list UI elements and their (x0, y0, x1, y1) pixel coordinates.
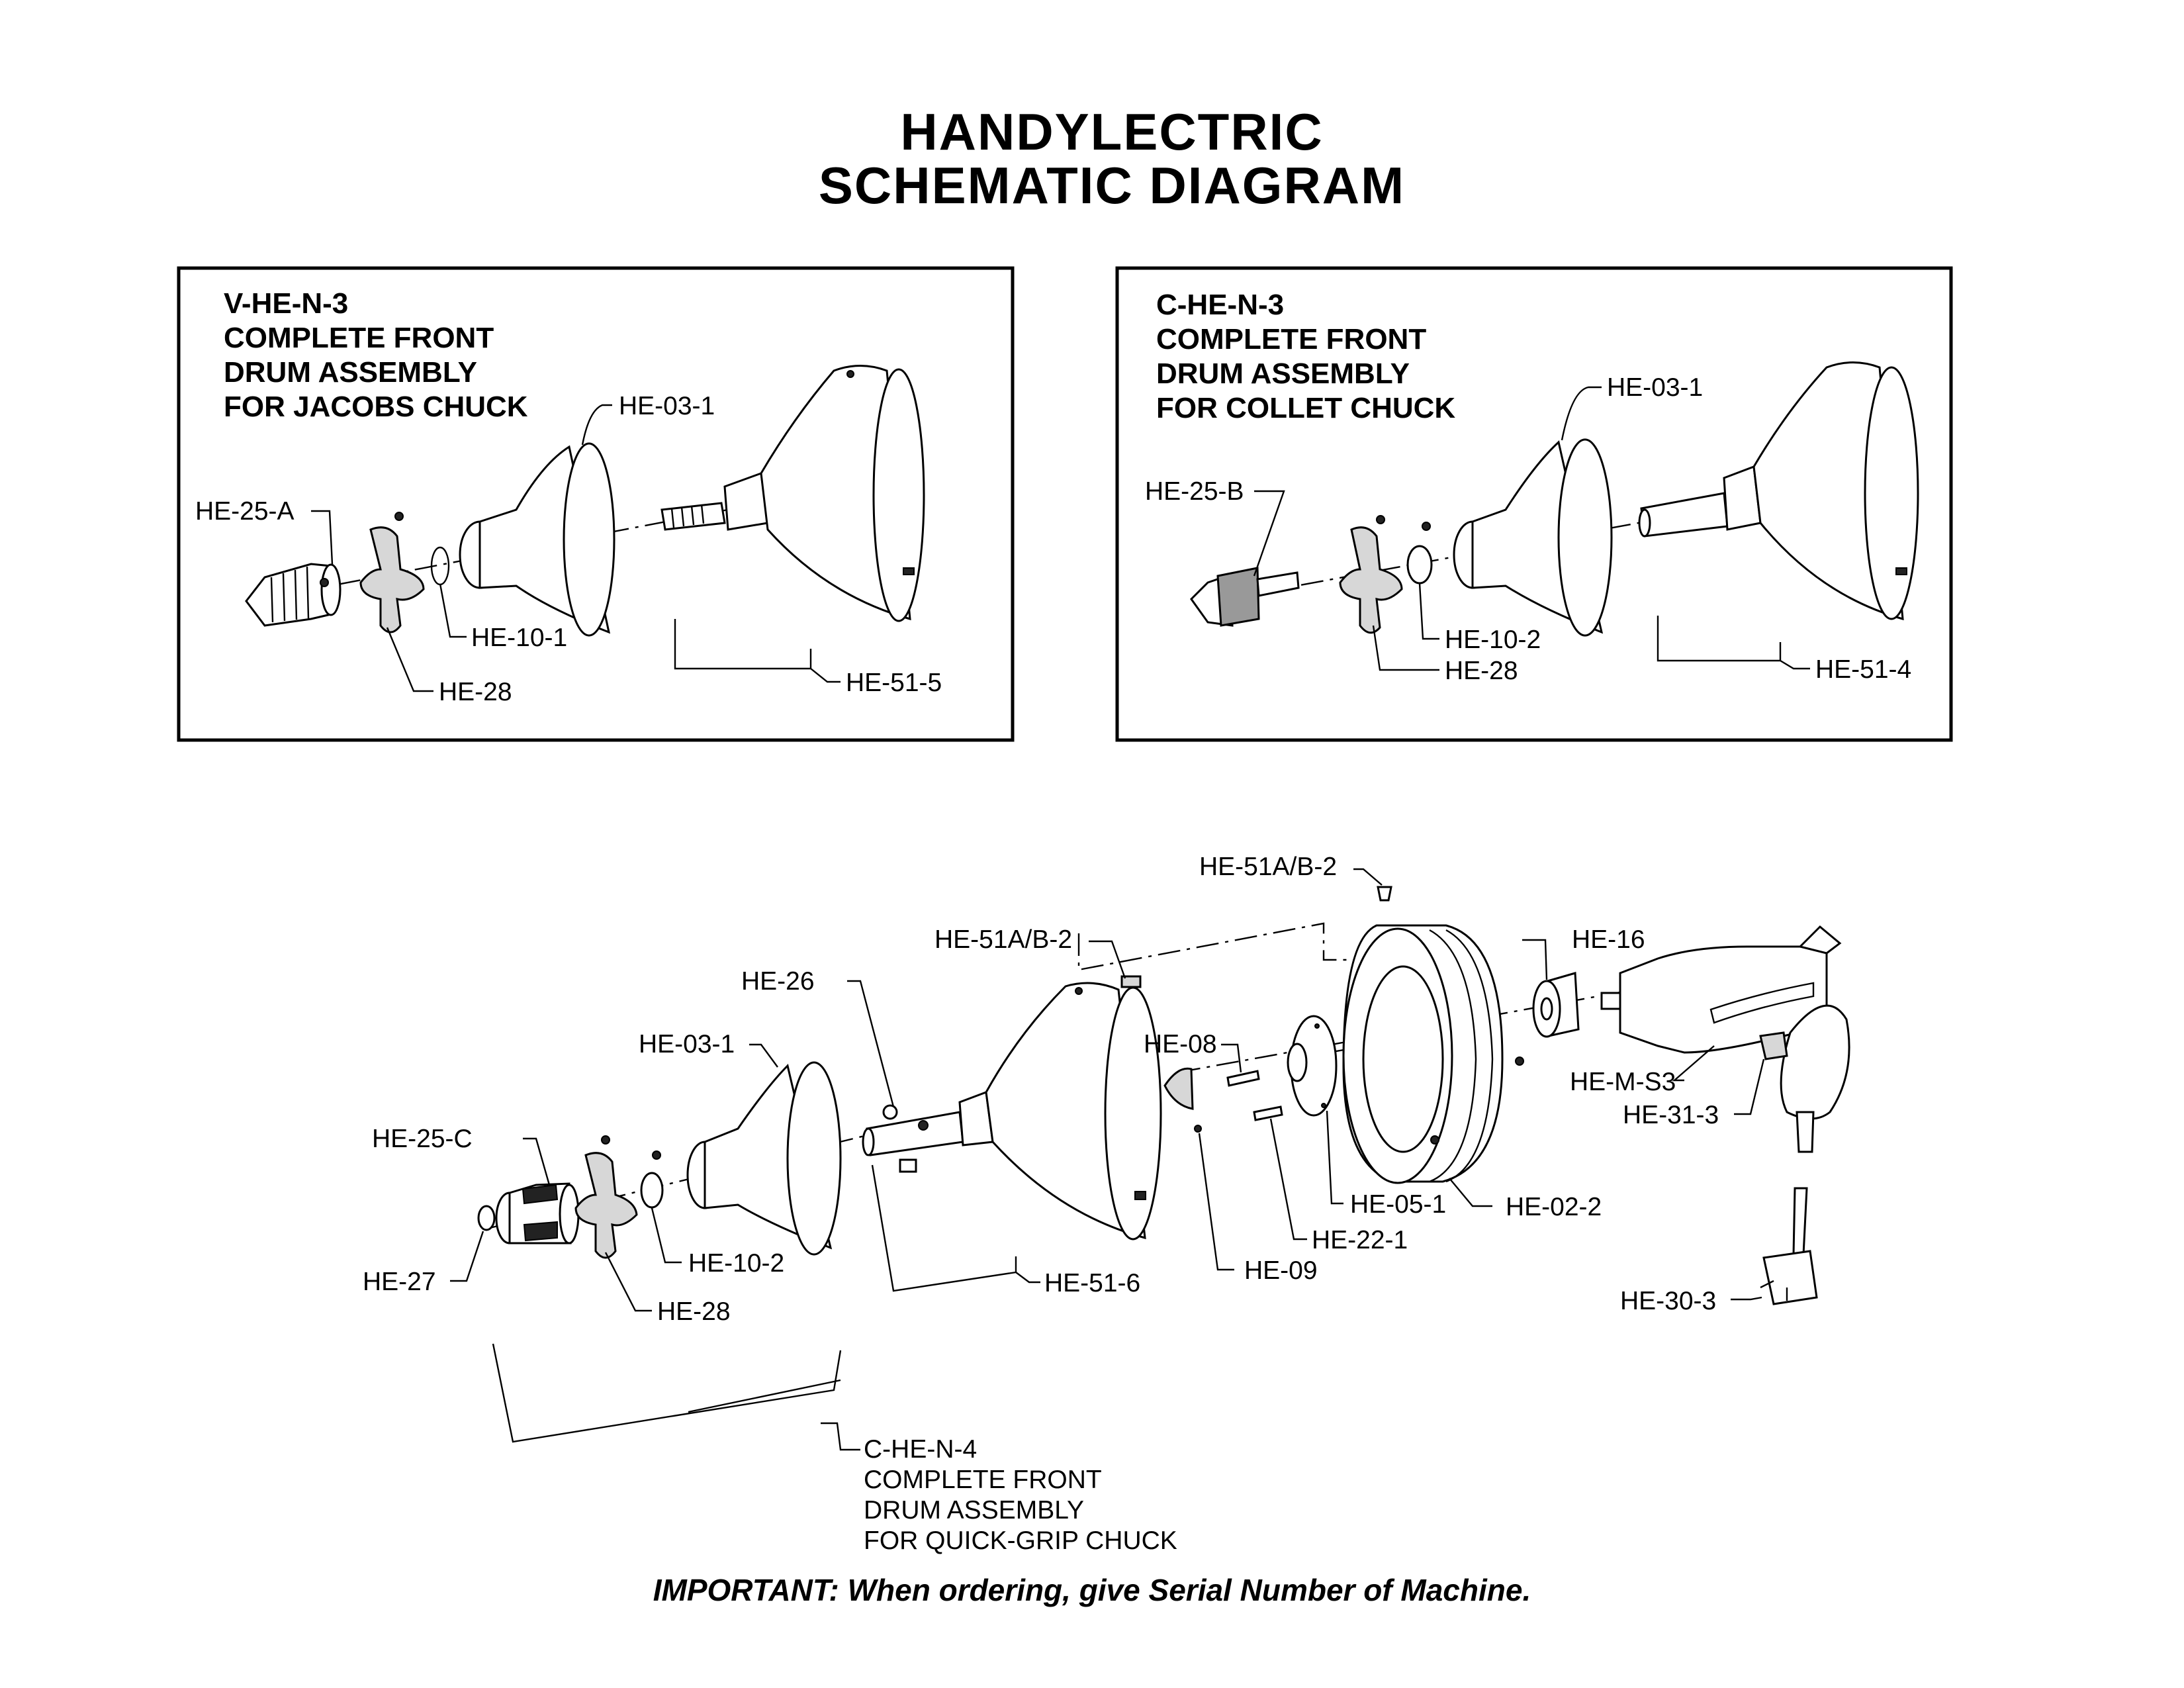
label-he-51-4: HE-51-4 (1815, 655, 1911, 684)
label-he-30-3: HE-30-3 (1620, 1287, 1716, 1315)
assembly-code: C-HE-N-4 (864, 1435, 977, 1464)
assembly-line-4: FOR QUICK-GRIP CHUCK (864, 1526, 1177, 1555)
he-m-s3-motor-part (1600, 925, 1850, 1120)
label-he-10-1: HE-10-1 (471, 624, 567, 652)
he-51-5-drum-part (660, 365, 925, 622)
label-he-51ab-2: HE-51A/B-2 (934, 925, 1072, 954)
he-30-3-cord-part (1760, 1111, 1818, 1305)
label-he-31-3: HE-31-3 (1623, 1101, 1719, 1129)
label-he-09: HE-09 (1244, 1256, 1318, 1285)
title-line-1: HANDYLECTRIC (900, 103, 1323, 161)
box-right-code: C-HE-N-3 (1156, 289, 1284, 321)
label-he-10-2-right: HE-10-2 (1445, 626, 1541, 654)
he-28-handle-part (359, 512, 425, 633)
label-he-28-main: HE-28 (657, 1297, 731, 1326)
he-51ab-2-clip-part (1120, 975, 1142, 988)
he-03-1-front-cone-part (459, 442, 615, 637)
he-51-4-drum-part (1638, 361, 1919, 621)
box-left-line-2: COMPLETE FRONT (224, 322, 494, 354)
main-exploded-view: HE-51A/B-2 HE-51A/B-2 HE-16 HE-26 HE-03-… (363, 853, 1850, 1555)
he-02-2-drum-housing-part (1342, 924, 1504, 1184)
label-he-08: HE-08 (1144, 1030, 1217, 1058)
he-03-1-front-cone-part-main (686, 1061, 842, 1256)
he-03-1-front-cone-part-right (1453, 438, 1613, 637)
jacobs-chuck-part (245, 563, 341, 627)
box-left-line-3: DRUM ASSEMBLY (224, 356, 477, 389)
he-22-1-screw-part (1253, 1105, 1283, 1121)
label-he-03-1-right: HE-03-1 (1607, 373, 1703, 402)
he-28-handle-part-main (574, 1135, 638, 1259)
label-he-25-c: HE-25-C (372, 1125, 473, 1153)
box-right-line-2: COMPLETE FRONT (1156, 323, 1426, 355)
label-he-03-1-left: HE-03-1 (619, 392, 715, 420)
label-he-02-2: HE-02-2 (1506, 1193, 1602, 1221)
he-28-handle-part-right (1339, 515, 1403, 634)
he-51-6-drum-part (862, 982, 1162, 1241)
label-he-51ab-2-top: HE-51A/B-2 (1199, 853, 1337, 881)
he-16-collar-part (1532, 972, 1580, 1038)
box-right-line-3: DRUM ASSEMBLY (1156, 357, 1410, 390)
box-left-line-4: FOR JACOBS CHUCK (224, 391, 528, 423)
he-10-2-ring-part-main (640, 1172, 664, 1209)
label-he-27: HE-27 (363, 1268, 436, 1296)
box-left-code: V-HE-N-3 (224, 287, 348, 320)
label-he-25-b: HE-25-B (1145, 477, 1244, 506)
label-he-16: HE-16 (1572, 925, 1645, 954)
label-he-25-a: HE-25-A (195, 497, 295, 526)
he-05-1-bearing-plate-part (1287, 1015, 1338, 1117)
he-27-ring-part (477, 1205, 496, 1231)
assembly-line-2: COMPLETE FRONT (864, 1466, 1102, 1494)
assembly-line-3: DRUM ASSEMBLY (864, 1496, 1084, 1524)
he-10-2-ring-part (1406, 545, 1433, 585)
label-he-m-s3: HE-M-S3 (1570, 1068, 1676, 1096)
label-he-28-left: HE-28 (439, 678, 512, 706)
box-right-line-4: FOR COLLET CHUCK (1156, 392, 1455, 424)
he-51ab-2-screw-part (1377, 886, 1392, 902)
label-he-51-5: HE-51-5 (846, 669, 942, 697)
label-he-51-6: HE-51-6 (1044, 1269, 1140, 1297)
collet-chuck-assembly-box: C-HE-N-3 COMPLETE FRONT DRUM ASSEMBLY FO… (1115, 266, 1953, 742)
collet-chuck-part (1190, 567, 1300, 627)
label-he-22-1: HE-22-1 (1312, 1226, 1408, 1254)
he-09-cap-part (1163, 1067, 1202, 1133)
he-25-c-quick-grip-chuck-part (495, 1182, 580, 1244)
label-he-26: HE-26 (741, 967, 815, 996)
label-he-28-right: HE-28 (1445, 657, 1518, 685)
label-he-10-2-main: HE-10-2 (688, 1249, 784, 1278)
label-he-03-1-main: HE-03-1 (639, 1030, 735, 1058)
ordering-note: IMPORTANT: When ordering, give Serial Nu… (653, 1573, 1531, 1607)
title-line-2: SCHEMATIC DIAGRAM (819, 156, 1405, 214)
he-08-screw-part (1226, 1070, 1260, 1087)
jacobs-chuck-assembly-box: V-HE-N-3 COMPLETE FRONT DRUM ASSEMBLY FO… (177, 266, 1015, 742)
label-he-05-1: HE-05-1 (1350, 1190, 1446, 1219)
